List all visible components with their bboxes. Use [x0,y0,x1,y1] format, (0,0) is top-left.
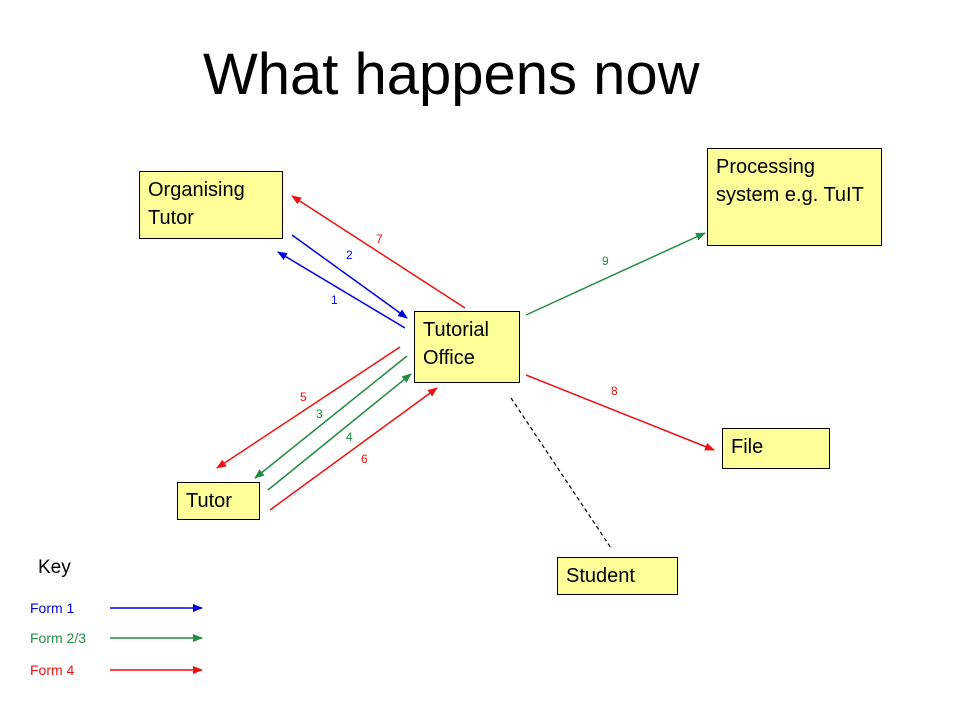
box-tutor: Tutor [177,482,260,520]
arrow-8-office-to-file [525,374,715,451]
page-title: What happens now [203,42,700,107]
arrow-1-office-to-organising-tutor [277,251,406,329]
arrow-2-organising-tutor-to-office [291,234,408,319]
arrow-number-9: 9 [602,254,609,268]
arrow-number-3: 3 [316,407,323,421]
arrow-number-6: 6 [361,452,368,466]
arrow-number-7: 7 [376,232,383,246]
arrow-5-office-to-tutor [216,346,401,469]
box-student: Student [557,557,678,595]
arrow-7-office-to-organising-tutor [291,195,466,309]
arrow-number-5: 5 [300,390,307,404]
arrow-9-office-to-processing [525,232,706,316]
key-label-form-2-3: Form 2/3 [30,630,87,646]
arrow-number-8: 8 [611,384,618,398]
box-processing-system: Processing system e.g. TuIT [707,148,882,246]
arrow-number-4: 4 [346,430,353,444]
box-tutorial-office: Tutorial Office [414,311,520,383]
box-organising-tutor: Organising Tutor [139,171,283,239]
key-label-form-1: Form 1 [30,600,75,616]
key-title: Key [38,557,71,578]
arrow-4-tutor-to-office [267,373,412,491]
dashed-link-student [510,397,612,549]
arrow-3-office-to-tutor [254,355,408,479]
arrow-number-2: 2 [346,248,353,262]
box-file: File [722,428,830,469]
arrow-6-tutor-to-office [269,387,438,511]
key-label-form-4: Form 4 [30,662,75,678]
arrow-number-1: 1 [331,293,338,307]
